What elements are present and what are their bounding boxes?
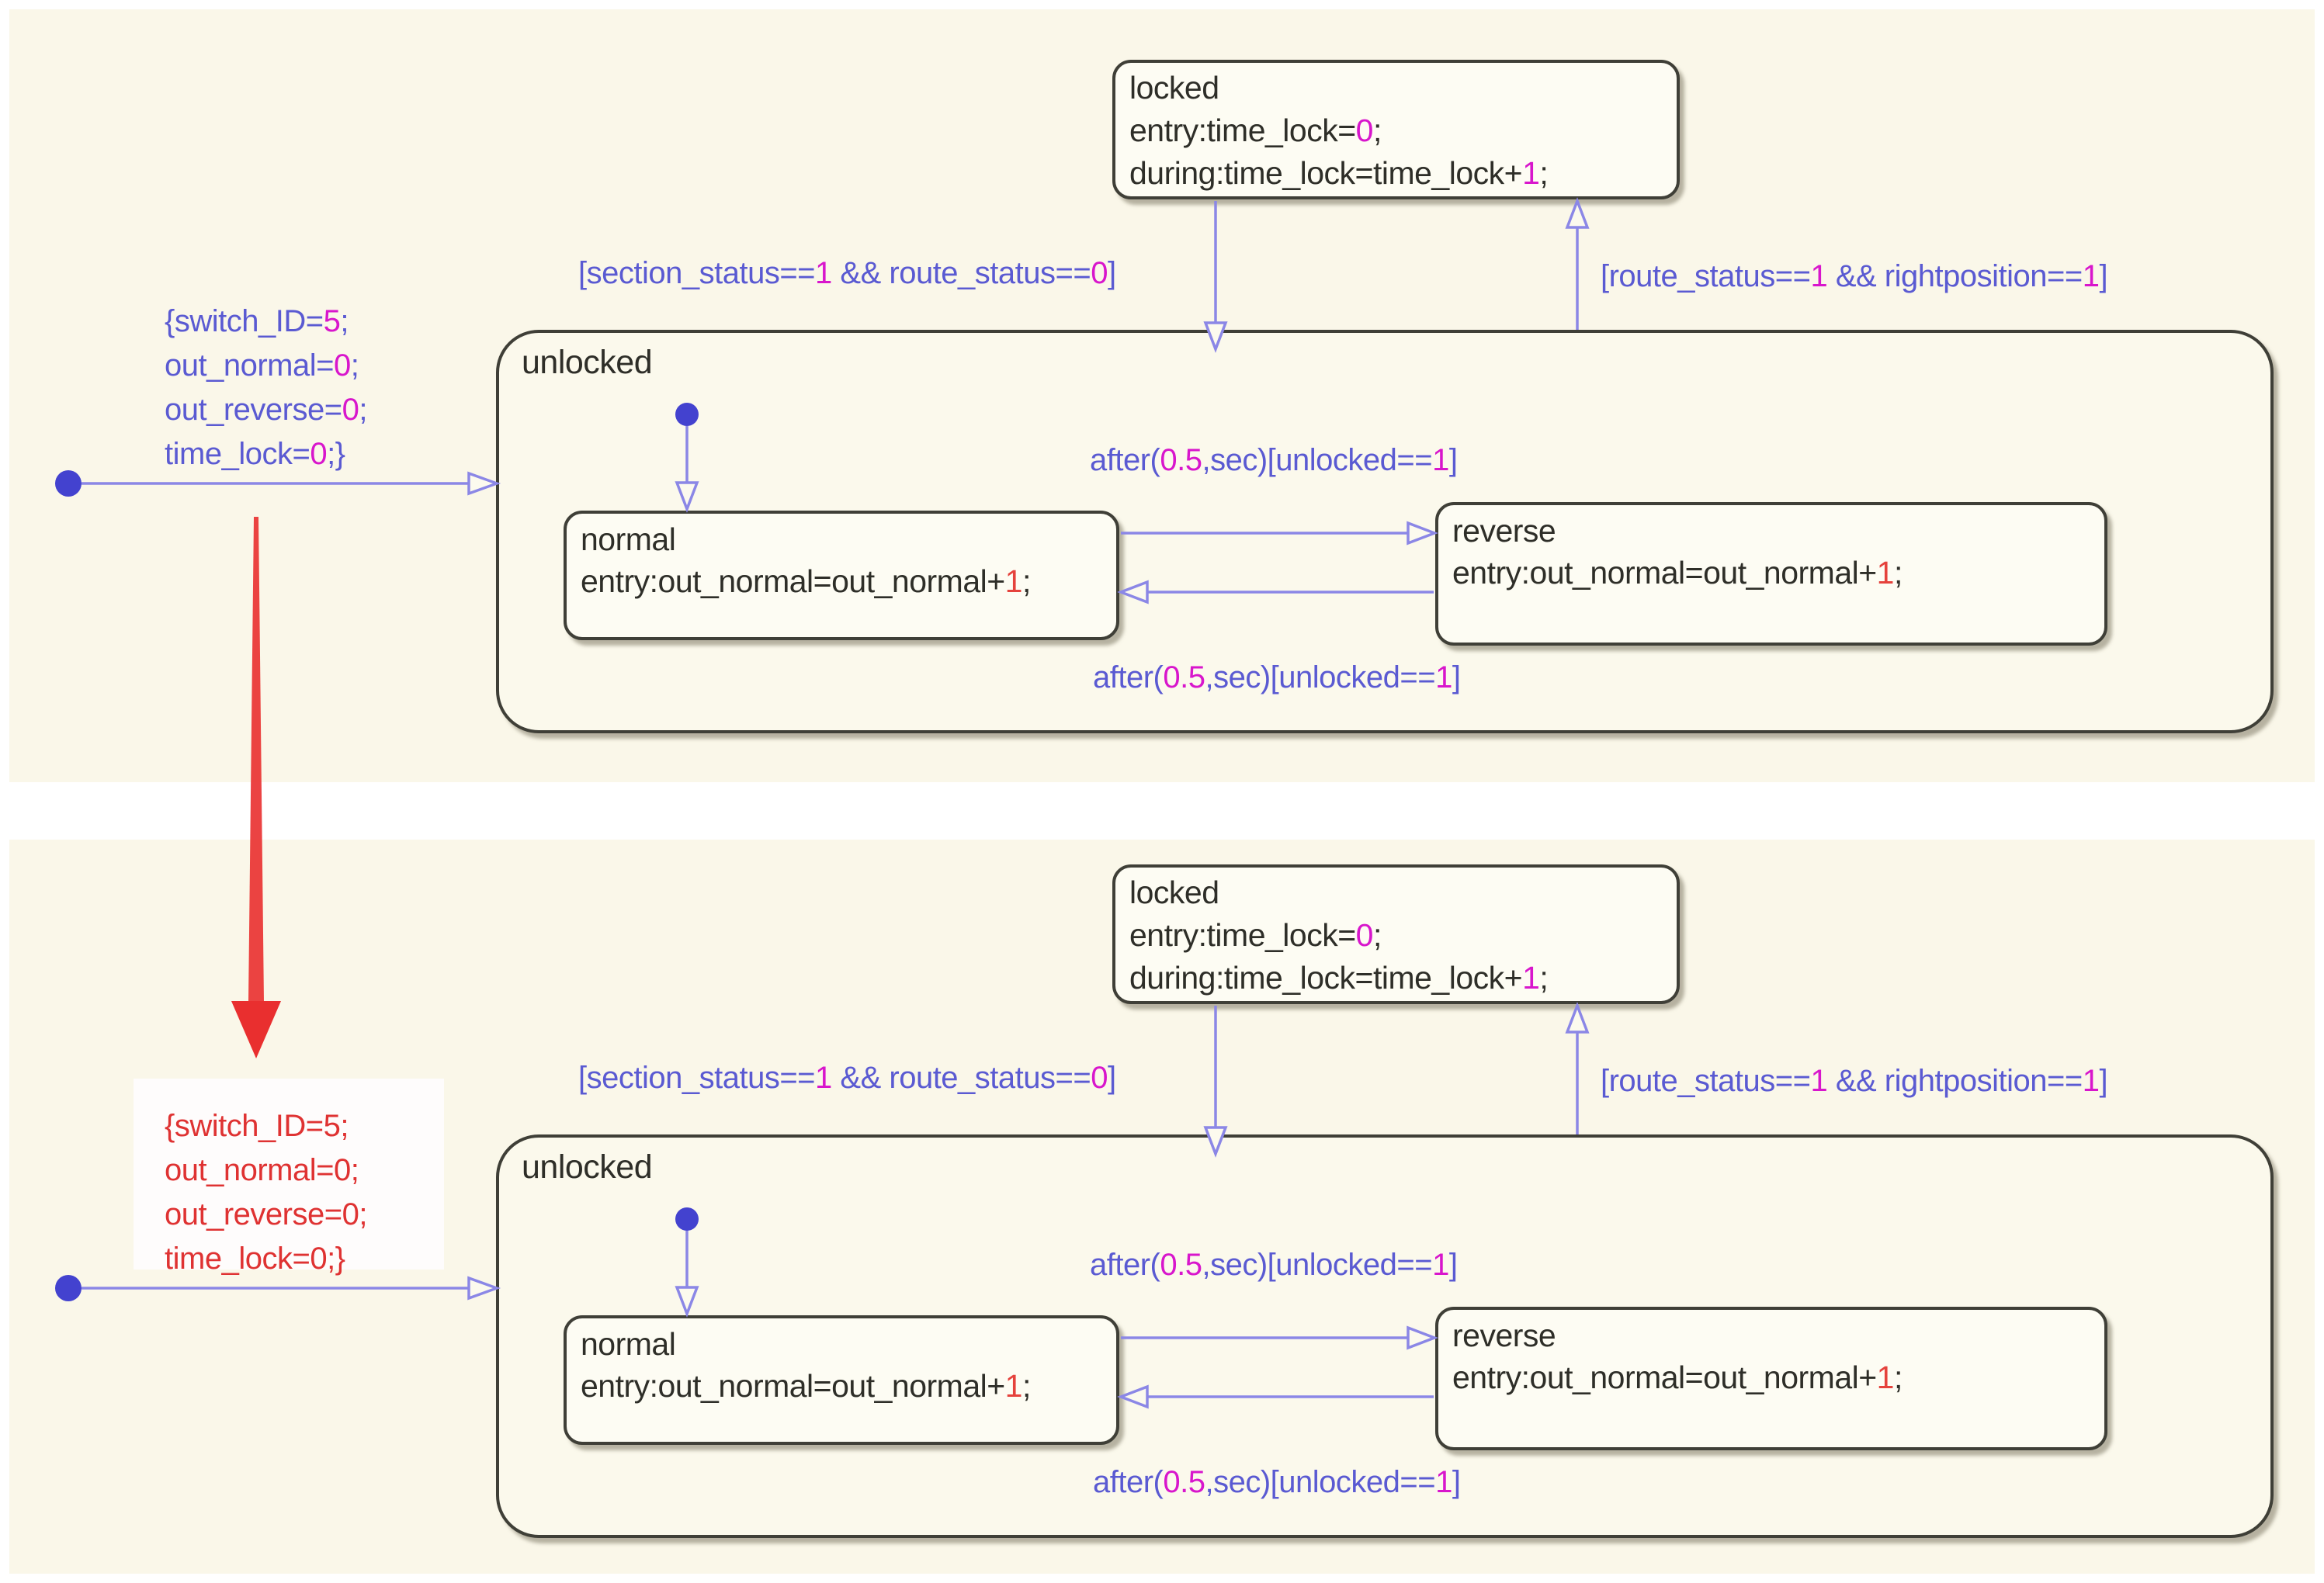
- state-reverse[interactable]: [1435, 502, 2107, 646]
- action-line: out_normal=0;: [165, 348, 359, 383]
- action-line: time_lock=0;}: [165, 1242, 345, 1276]
- state-unlocked-title: unlocked: [522, 1148, 653, 1186]
- transition-label-after-upper[interactable]: after(0.5,sec)[unlocked==1]: [1090, 1248, 1458, 1282]
- state-entry-line: entry:out_normal=out_normal+1;: [581, 563, 1031, 599]
- action-line: time_lock=0;}: [165, 437, 345, 471]
- action-line: {switch_ID=5;: [165, 1109, 349, 1143]
- state-during-line: during:time_lock=time_lock+1;: [1129, 960, 1549, 996]
- transitions-bottom-panel: [54, 1004, 1589, 1408]
- transition-label-after-lower[interactable]: after(0.5,sec)[unlocked==1]: [1093, 1465, 1461, 1499]
- transition-label-after-lower[interactable]: after(0.5,sec)[unlocked==1]: [1093, 660, 1461, 695]
- state-entry-line: entry:out_normal=out_normal+1;: [581, 1368, 1031, 1404]
- state-unlocked-title: unlocked: [522, 344, 653, 381]
- state-title: reverse: [1452, 1318, 1556, 1353]
- red-arrow-shaft: [248, 517, 264, 1003]
- transition-label-section-route[interactable]: [section_status==1 && route_status==0]: [578, 256, 1116, 290]
- action-line: {switch_ID=5;: [165, 304, 349, 338]
- red-annotation-arrow[interactable]: [231, 517, 281, 1058]
- action-line: out_reverse=0;: [165, 393, 367, 427]
- state-reverse-text: reverse entry:out_normal=out_normal+1;: [1452, 1315, 1903, 1398]
- action-line: out_reverse=0;: [165, 1197, 367, 1231]
- state-entry-line: entry:time_lock=0;: [1129, 917, 1382, 953]
- state-normal-text: normal entry:out_normal=out_normal+1;: [581, 1323, 1031, 1407]
- state-title: locked: [1129, 70, 1219, 106]
- state-entry-line: entry:out_normal=out_normal+1;: [1452, 555, 1903, 591]
- transition-label-after-upper[interactable]: after(0.5,sec)[unlocked==1]: [1090, 443, 1458, 477]
- state-title: reverse: [1452, 513, 1556, 549]
- transition-label-route-rightposition[interactable]: [route_status==1 && rightposition==1]: [1601, 1064, 2108, 1098]
- state-reverse[interactable]: [1435, 1307, 2107, 1450]
- action-line: out_normal=0;: [165, 1153, 359, 1187]
- state-reverse-text: reverse entry:out_normal=out_normal+1;: [1452, 510, 1903, 594]
- state-entry-line: entry:time_lock=0;: [1129, 113, 1382, 148]
- state-title: normal: [581, 1326, 676, 1362]
- state-title: normal: [581, 521, 676, 557]
- state-locked-text: locked entry:time_lock=0; during:time_lo…: [1129, 67, 1549, 195]
- state-during-line: during:time_lock=time_lock+1;: [1129, 155, 1549, 191]
- transition-label-section-route[interactable]: [section_status==1 && route_status==0]: [578, 1061, 1116, 1095]
- state-normal-text: normal entry:out_normal=out_normal+1;: [581, 518, 1031, 602]
- state-normal[interactable]: [564, 1315, 1119, 1445]
- default-transition-action-label-modified[interactable]: {switch_ID=5; out_normal=0; out_reverse=…: [165, 1104, 367, 1281]
- annotation-highlight: [134, 1079, 444, 1270]
- state-locked-text: locked entry:time_lock=0; during:time_lo…: [1129, 871, 1549, 999]
- transitions-top-panel: [54, 199, 1589, 604]
- state-title: locked: [1129, 875, 1219, 910]
- state-normal[interactable]: [564, 511, 1119, 640]
- state-entry-line: entry:out_normal=out_normal+1;: [1452, 1360, 1903, 1395]
- state-locked[interactable]: [1112, 60, 1680, 199]
- state-locked[interactable]: [1112, 864, 1680, 1004]
- default-transition-action-label[interactable]: {switch_ID=5; out_normal=0; out_reverse=…: [165, 300, 367, 476]
- red-arrow-head-icon: [231, 1001, 281, 1058]
- transition-label-route-rightposition[interactable]: [route_status==1 && rightposition==1]: [1601, 259, 2108, 293]
